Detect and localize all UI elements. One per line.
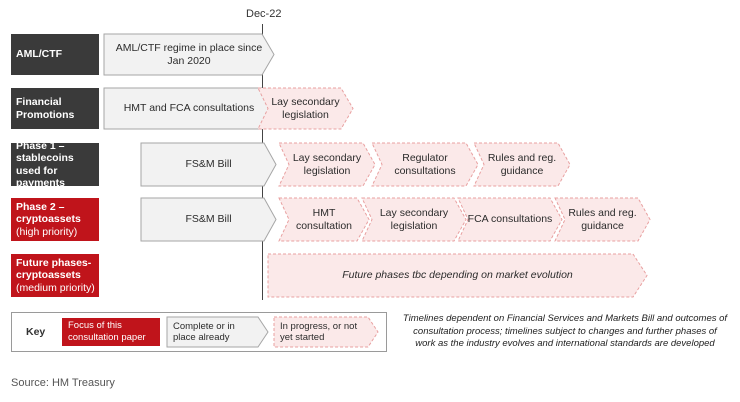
- step-label: FS&M Bill: [185, 213, 232, 225]
- key-focus-label: Focus of this consultation paper: [68, 320, 146, 343]
- row-label-text: Phase 2 – cryptoassets: [16, 200, 81, 226]
- step-label: HMT consultation: [295, 206, 353, 232]
- step-complete: HMT and FCA consultations: [103, 87, 275, 130]
- key-progress-label: In progress, or not yet started: [280, 320, 358, 344]
- step-label: Lay secondary legislation: [271, 95, 340, 121]
- step-in-progress: HMT consultation: [278, 197, 370, 242]
- key-progress-swatch: In progress, or not yet started: [273, 316, 379, 348]
- key-complete-swatch: Complete or in place already: [166, 316, 269, 348]
- step-label: HMT and FCA consultations: [123, 102, 255, 114]
- step-label: FS&M Bill: [185, 158, 232, 170]
- step-label: Rules and reg. guidance: [487, 151, 557, 177]
- row-label-text: AML/CTF: [16, 48, 63, 61]
- source-caption: Source: HM Treasury: [11, 377, 115, 389]
- timeline-label: Dec-22: [246, 8, 282, 20]
- footnote: Timelines dependent on Financial Service…: [402, 313, 728, 349]
- row-label-future-phases: Future phases-cryptoassets(medium priori…: [11, 254, 99, 297]
- step-in-progress: Lay secondary legislation: [278, 142, 376, 187]
- step-label: Future phases tbc depending on market ev…: [342, 269, 573, 281]
- row-label-text: Financial Promotions: [16, 96, 75, 121]
- step-label: AML/CTF regime in place since Jan 2020: [115, 41, 263, 67]
- step-label: Lay secondary legislation: [379, 206, 449, 232]
- step-in-progress: Lay secondary legislation: [257, 87, 354, 130]
- step-in-progress: Regulator consultations: [371, 142, 479, 187]
- row-label-text: Future phases-cryptoassets: [16, 256, 92, 282]
- key-legend: Key Focus of this consultation paper Com…: [11, 312, 387, 352]
- step-label: Lay secondary legislation: [292, 151, 362, 177]
- step-in-progress: Future phases tbc depending on market ev…: [267, 253, 648, 298]
- step-complete: FS&M Bill: [140, 142, 277, 187]
- step-label: Regulator consultations: [394, 151, 456, 177]
- row-label-financial-promotions: Financial Promotions: [11, 88, 99, 129]
- step-in-progress: Rules and reg. guidance: [473, 142, 571, 187]
- row-label-phase-2: Phase 2 – cryptoassets (high priority): [11, 198, 99, 241]
- step-complete: FS&M Bill: [140, 197, 277, 242]
- row-label-subtext: (high priority): [16, 225, 78, 238]
- step-in-progress: Rules and reg. guidance: [554, 197, 651, 242]
- key-title: Key: [26, 326, 46, 338]
- step-in-progress: FCA consultations: [457, 197, 563, 242]
- key-complete-label: Complete or in place already: [173, 320, 235, 344]
- row-label-aml: AML/CTF: [11, 34, 99, 75]
- step-label: FCA consultations: [467, 213, 553, 225]
- step-in-progress: Lay secondary legislation: [361, 197, 467, 242]
- row-label-phase-1: Phase 1 – stablecoins used for payments: [11, 140, 99, 189]
- key-focus-swatch: Focus of this consultation paper: [62, 318, 160, 346]
- step-complete: AML/CTF regime in place since Jan 2020: [103, 33, 275, 76]
- row-label-text: Phase 1 – stablecoins used for payments: [16, 139, 74, 190]
- step-label: Rules and reg. guidance: [568, 206, 637, 232]
- row-label-subtext: (medium priority): [16, 281, 95, 294]
